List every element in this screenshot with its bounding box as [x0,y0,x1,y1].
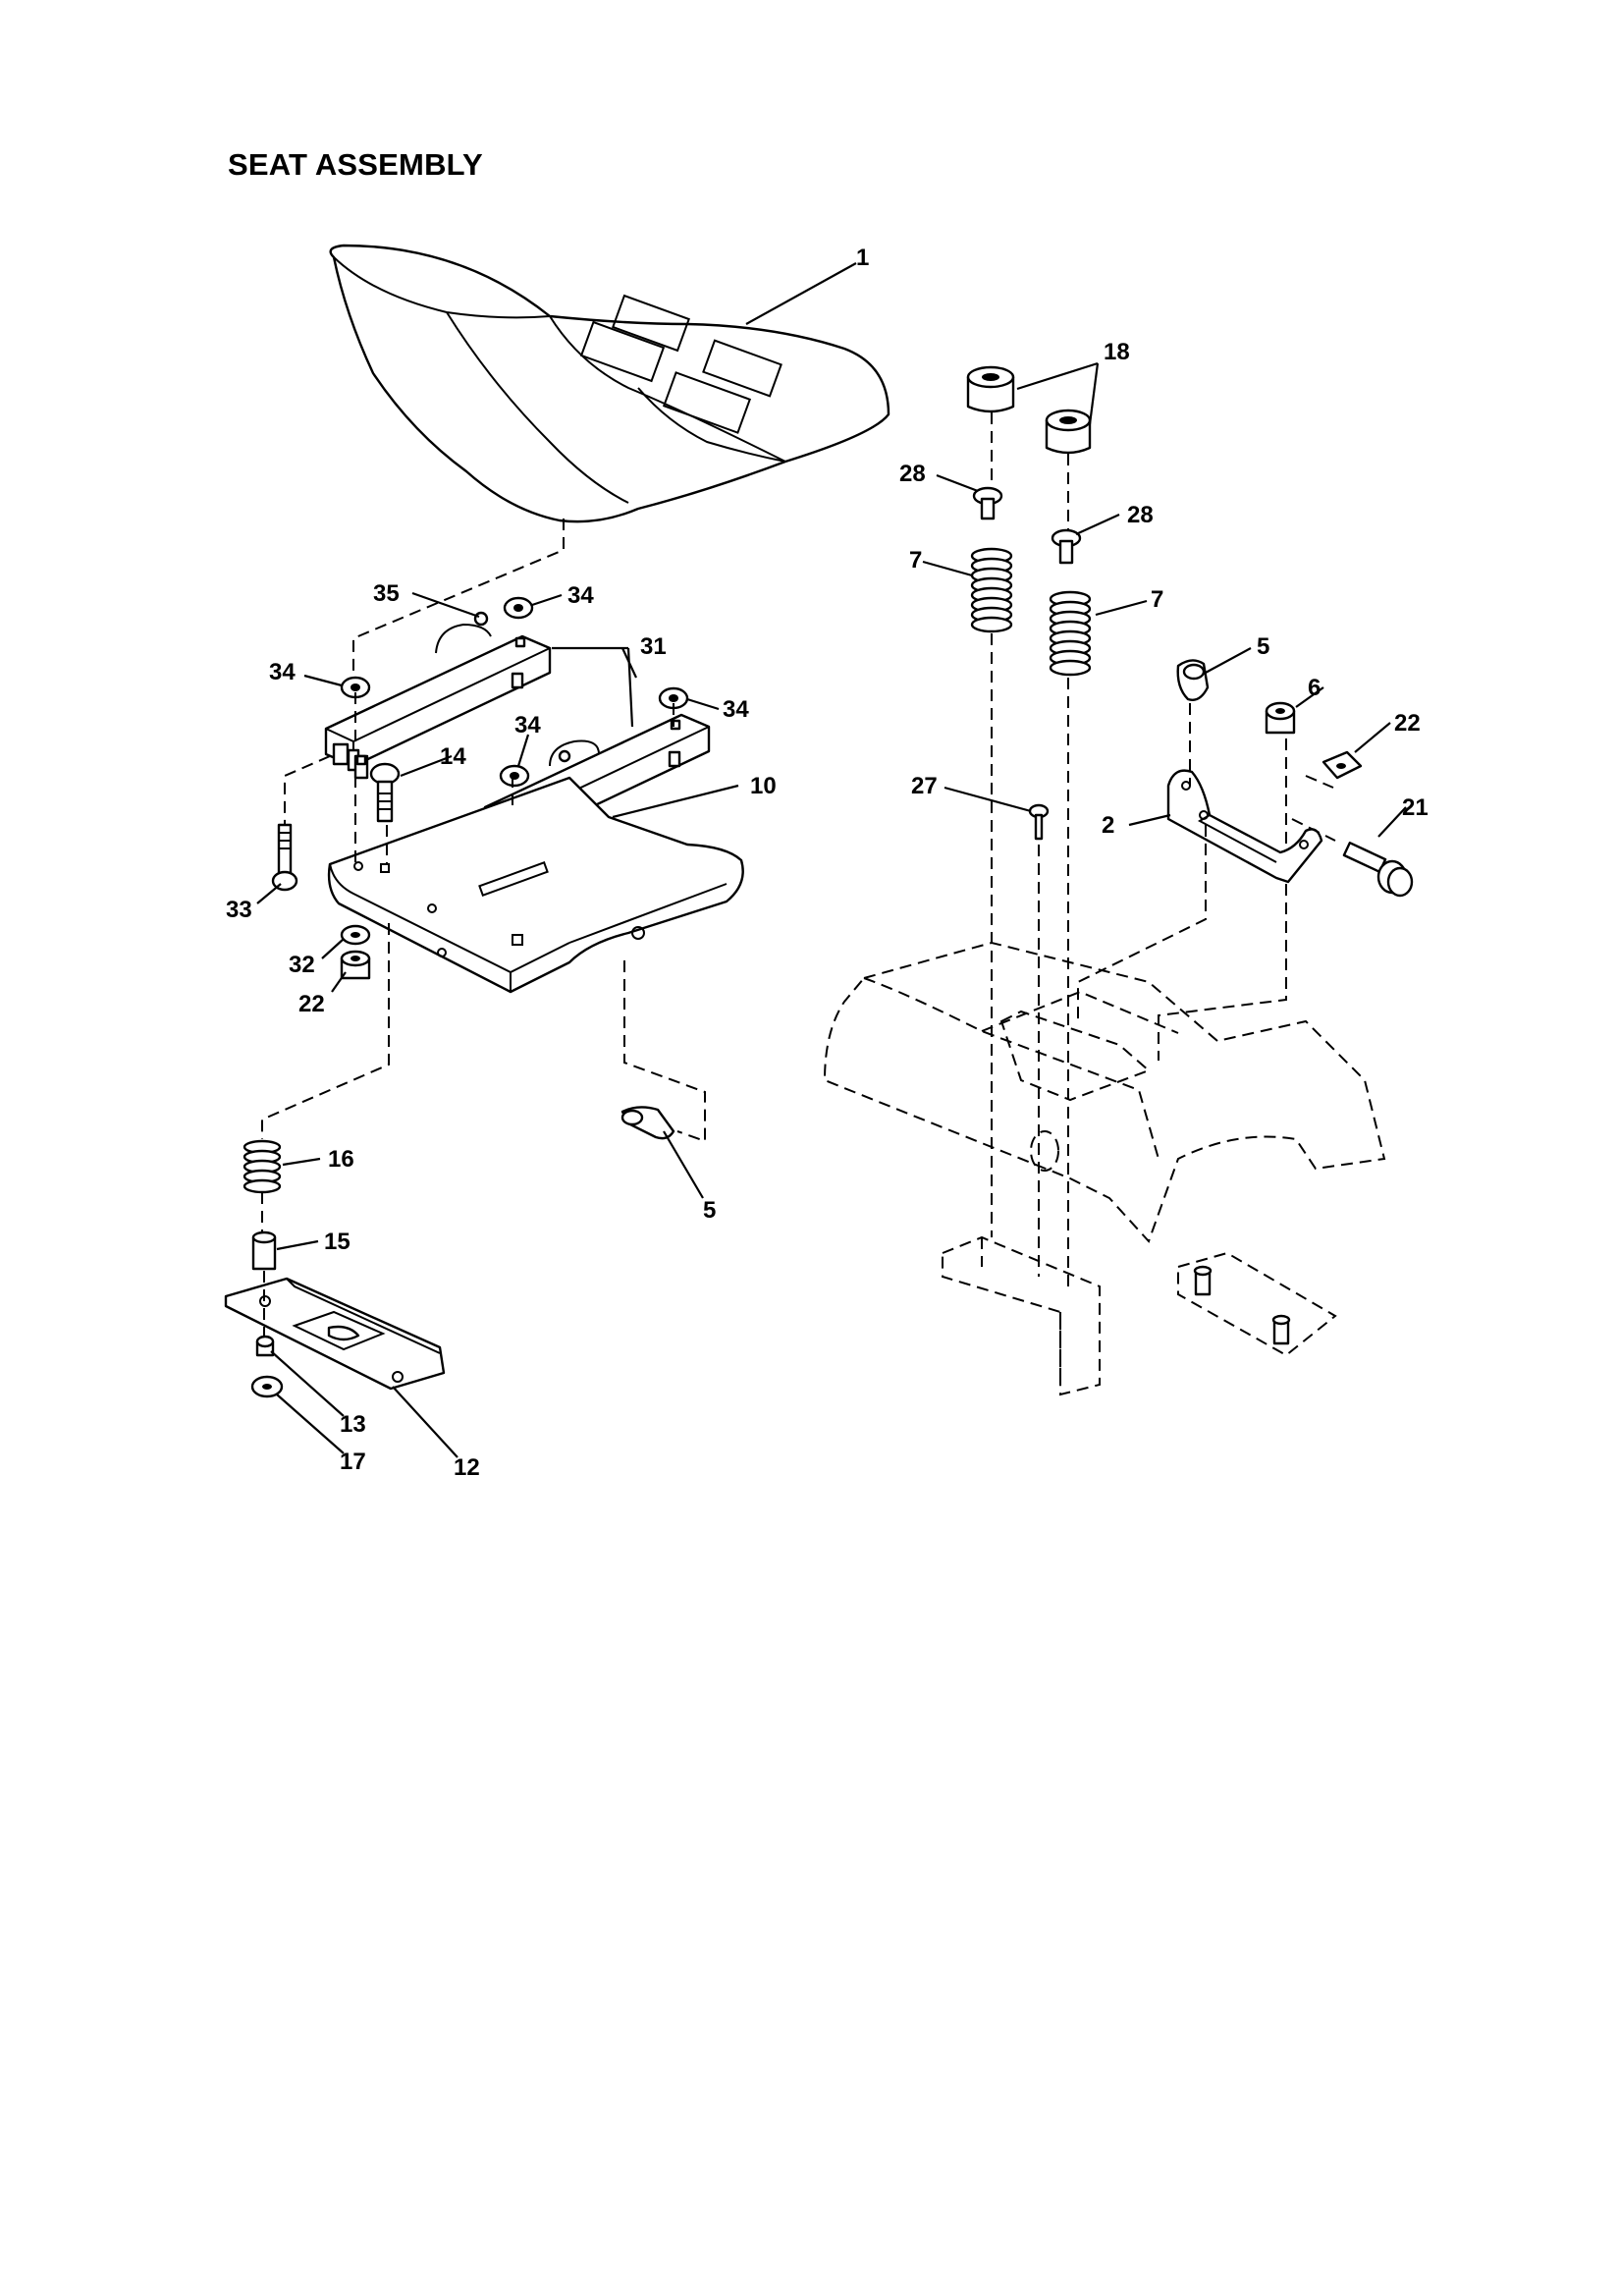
callout-bolt-14: 14 [440,743,466,770]
callout-spacer-18: 18 [1104,339,1130,365]
spacer-part-18-right [1045,409,1092,455]
callout-nut-22-left: 22 [298,991,325,1017]
lock-nut-part-6 [1265,701,1296,735]
callout-spacer-15: 15 [324,1229,351,1255]
callout-washer-32: 32 [289,952,315,978]
callout-nut-28-left: 28 [899,461,926,487]
callout-pin-35: 35 [373,580,400,607]
spring-part-7-right [1049,590,1092,677]
callout-clip-5-lower: 5 [703,1197,716,1224]
tractor-frame-dashed [823,941,1386,1396]
carriage-bolt-part-14 [369,762,401,823]
callout-washer-34-right: 34 [723,696,749,723]
spacer-part-15 [251,1230,277,1271]
callout-washer-34-top: 34 [567,582,594,609]
callout-bolt-33: 33 [226,897,252,923]
callout-washer-34-mid: 34 [514,712,541,738]
callout-spring-7-right: 7 [1151,586,1163,613]
nut-part-22-left [340,950,371,980]
spring-part-16 [243,1139,282,1194]
frame-bolt-icon-right [1271,1314,1291,1345]
nut-part-13 [255,1335,275,1357]
shoulder-bolt-part-21 [1342,842,1414,898]
screw-part-27 [1028,803,1050,841]
callout-screw-27: 27 [911,773,938,799]
callout-washer-17: 17 [340,1449,366,1475]
flange-nut-part-28-left [972,486,1003,520]
callout-nut-6: 6 [1308,675,1321,701]
callout-clip-5-upper: 5 [1257,633,1269,660]
plate-part-12 [224,1277,446,1391]
seat-part-1 [329,244,890,523]
clip-part-5-upper [1176,659,1210,701]
washer-part-34-left [340,676,371,699]
washer-part-17 [250,1375,284,1398]
callout-bracket-2: 2 [1102,812,1114,839]
spacer-part-18-left [966,365,1015,413]
seat-rail-part-31-upper [324,634,552,780]
pin-part-35 [435,611,492,654]
seat-pan-part-10 [327,776,744,994]
callout-washer-34-left: 34 [269,659,296,685]
callout-seat: 1 [856,245,869,271]
page-title: SEAT ASSEMBLY [228,147,483,182]
callout-spring-7-left: 7 [909,547,922,574]
callout-nut-13: 13 [340,1411,366,1438]
callout-pan-10: 10 [750,773,777,799]
flange-nut-part-28-right [1051,528,1082,565]
callout-rail-31: 31 [640,633,667,660]
nut-part-22-right [1321,750,1363,780]
washer-part-34-mid [499,764,530,788]
callout-nut-28-right: 28 [1127,502,1154,528]
bracket-part-2 [1166,769,1323,884]
clip-part-5-lower [620,1106,675,1140]
callout-nut-22-right: 22 [1394,710,1421,737]
callout-spring-16: 16 [328,1146,354,1173]
spring-part-7-left [970,547,1013,633]
callout-bolt-21: 21 [1402,794,1429,821]
bolt-part-33 [271,823,298,892]
callout-plate-12: 12 [454,1454,480,1481]
frame-bolt-icon-left [1193,1265,1213,1296]
washer-part-34-top [503,596,534,620]
washer-part-32 [340,924,371,946]
